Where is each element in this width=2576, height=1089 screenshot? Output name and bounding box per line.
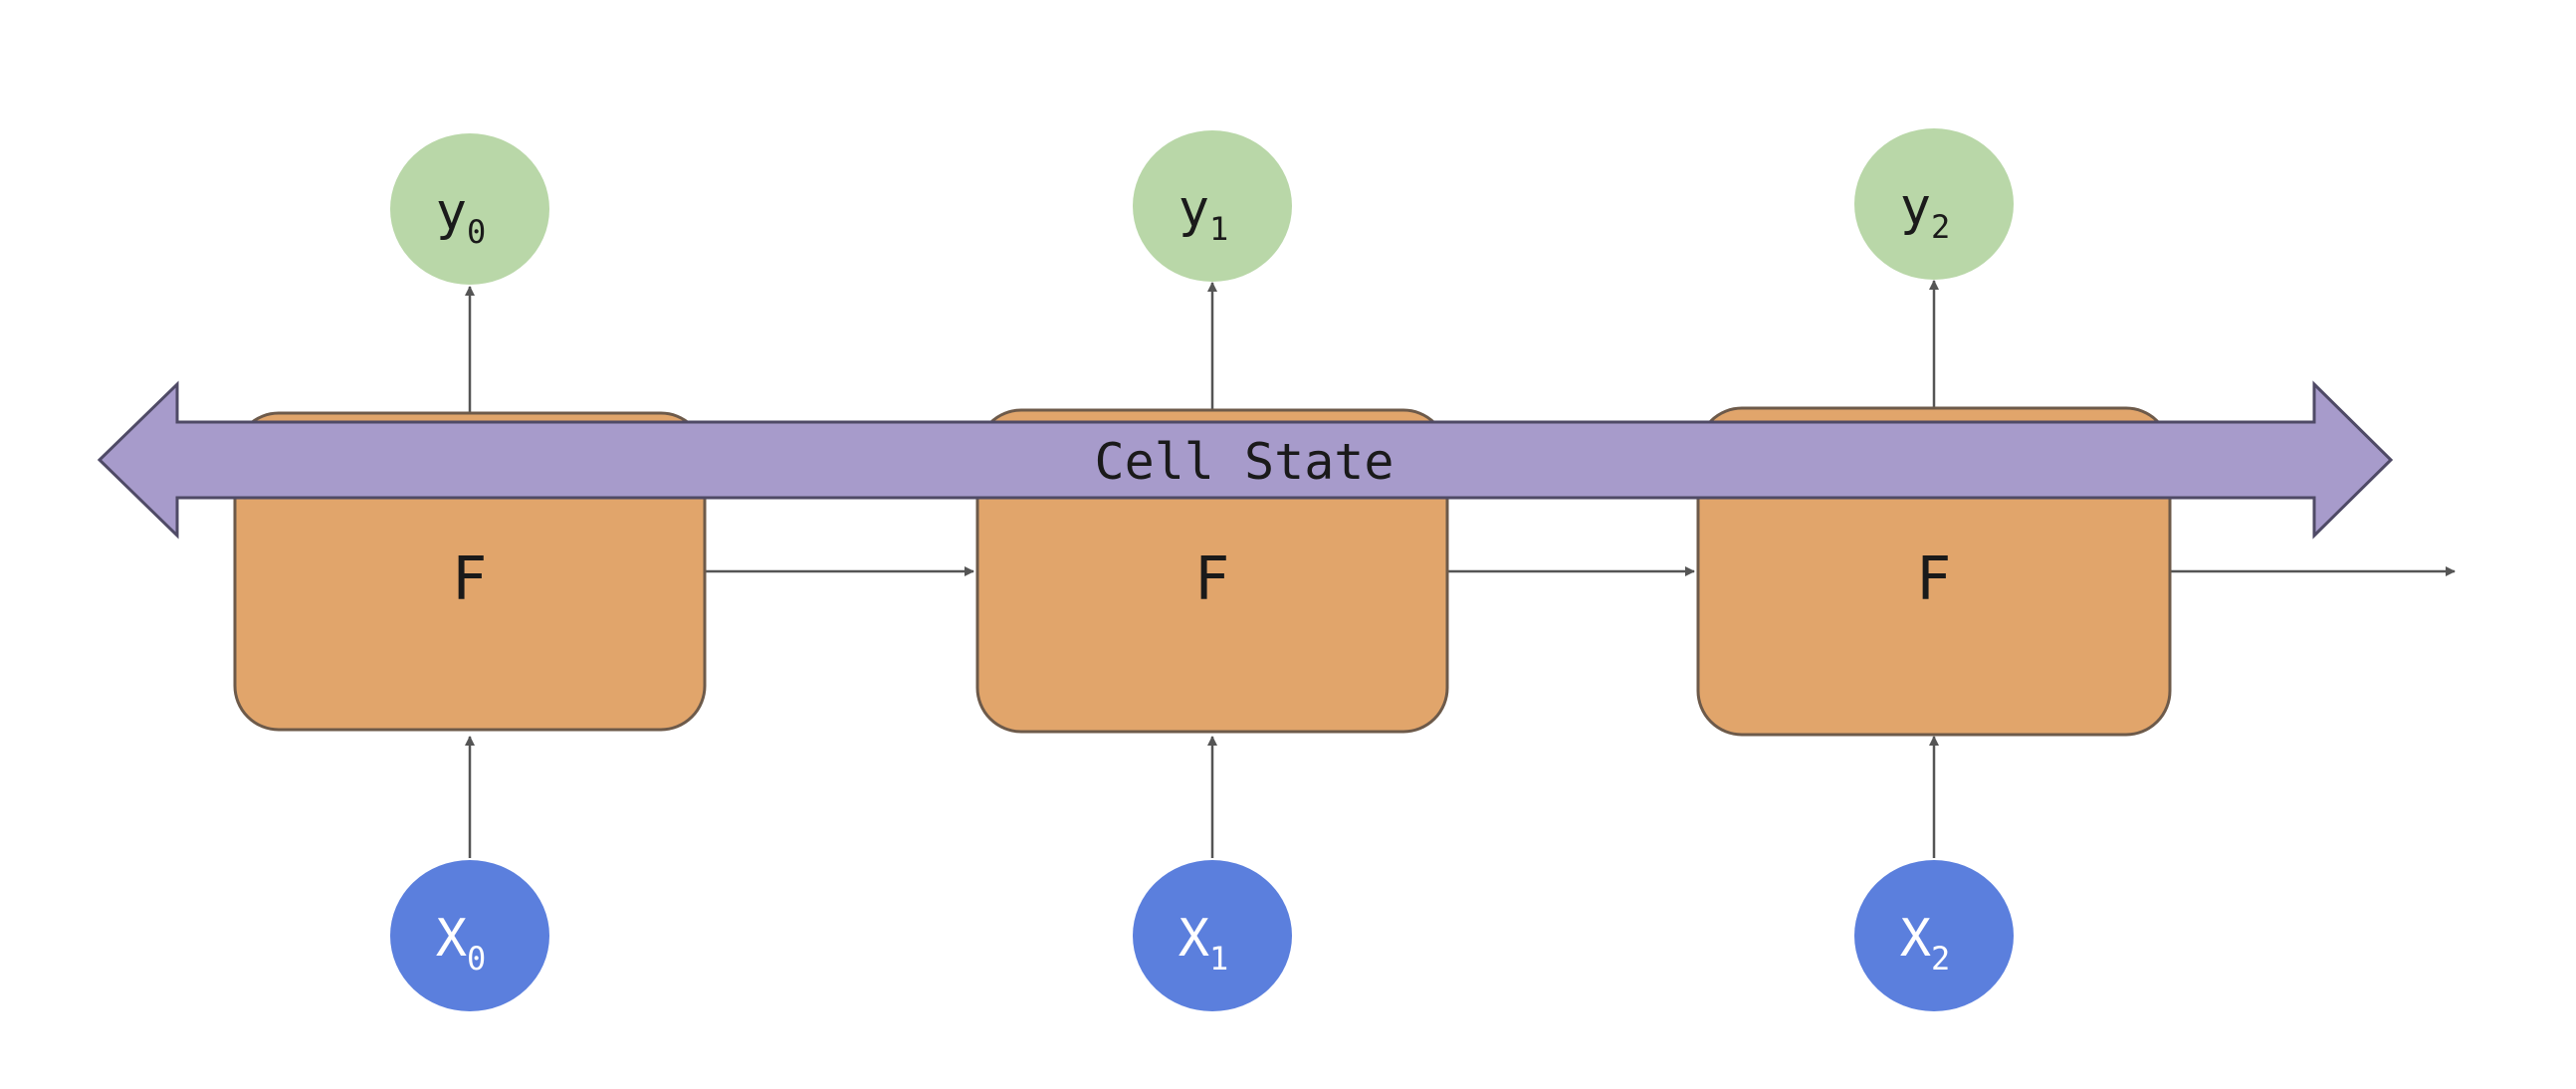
input-0-base: X [436, 909, 467, 969]
input-node-0: X0 [390, 860, 549, 1011]
input-2-base: X [1900, 909, 1931, 969]
svg-text:X1: X1 [1179, 909, 1229, 978]
input-1-base: X [1179, 909, 1209, 969]
svg-text:X2: X2 [1900, 909, 1951, 978]
cell-0-label: F [453, 544, 488, 614]
output-0-sub: 0 [467, 213, 486, 251]
cell-2-label: F [1917, 544, 1952, 614]
input-0-sub: 0 [467, 940, 486, 978]
output-node-2: y2 [1854, 128, 2014, 280]
svg-text:y1: y1 [1179, 179, 1229, 248]
output-node-0: y0 [390, 133, 549, 285]
output-2-base: y [1900, 177, 1931, 237]
svg-text:X0: X0 [436, 909, 487, 978]
output-0-base: y [436, 182, 467, 242]
svg-text:y2: y2 [1900, 177, 1951, 246]
input-2-sub: 2 [1931, 940, 1950, 978]
cell-state-arrow: Cell State [97, 380, 2394, 540]
input-node-2: X2 [1854, 860, 2014, 1011]
input-1-sub: 1 [1209, 940, 1228, 978]
output-1-sub: 1 [1209, 210, 1228, 248]
svg-text:y0: y0 [436, 182, 487, 251]
output-1-base: y [1179, 179, 1209, 239]
output-2-sub: 2 [1931, 208, 1950, 246]
cell-state-label: Cell State [1094, 433, 1394, 491]
cell-1-label: F [1195, 544, 1230, 614]
output-node-1: y1 [1133, 130, 1292, 282]
input-node-1: X1 [1133, 860, 1292, 1011]
